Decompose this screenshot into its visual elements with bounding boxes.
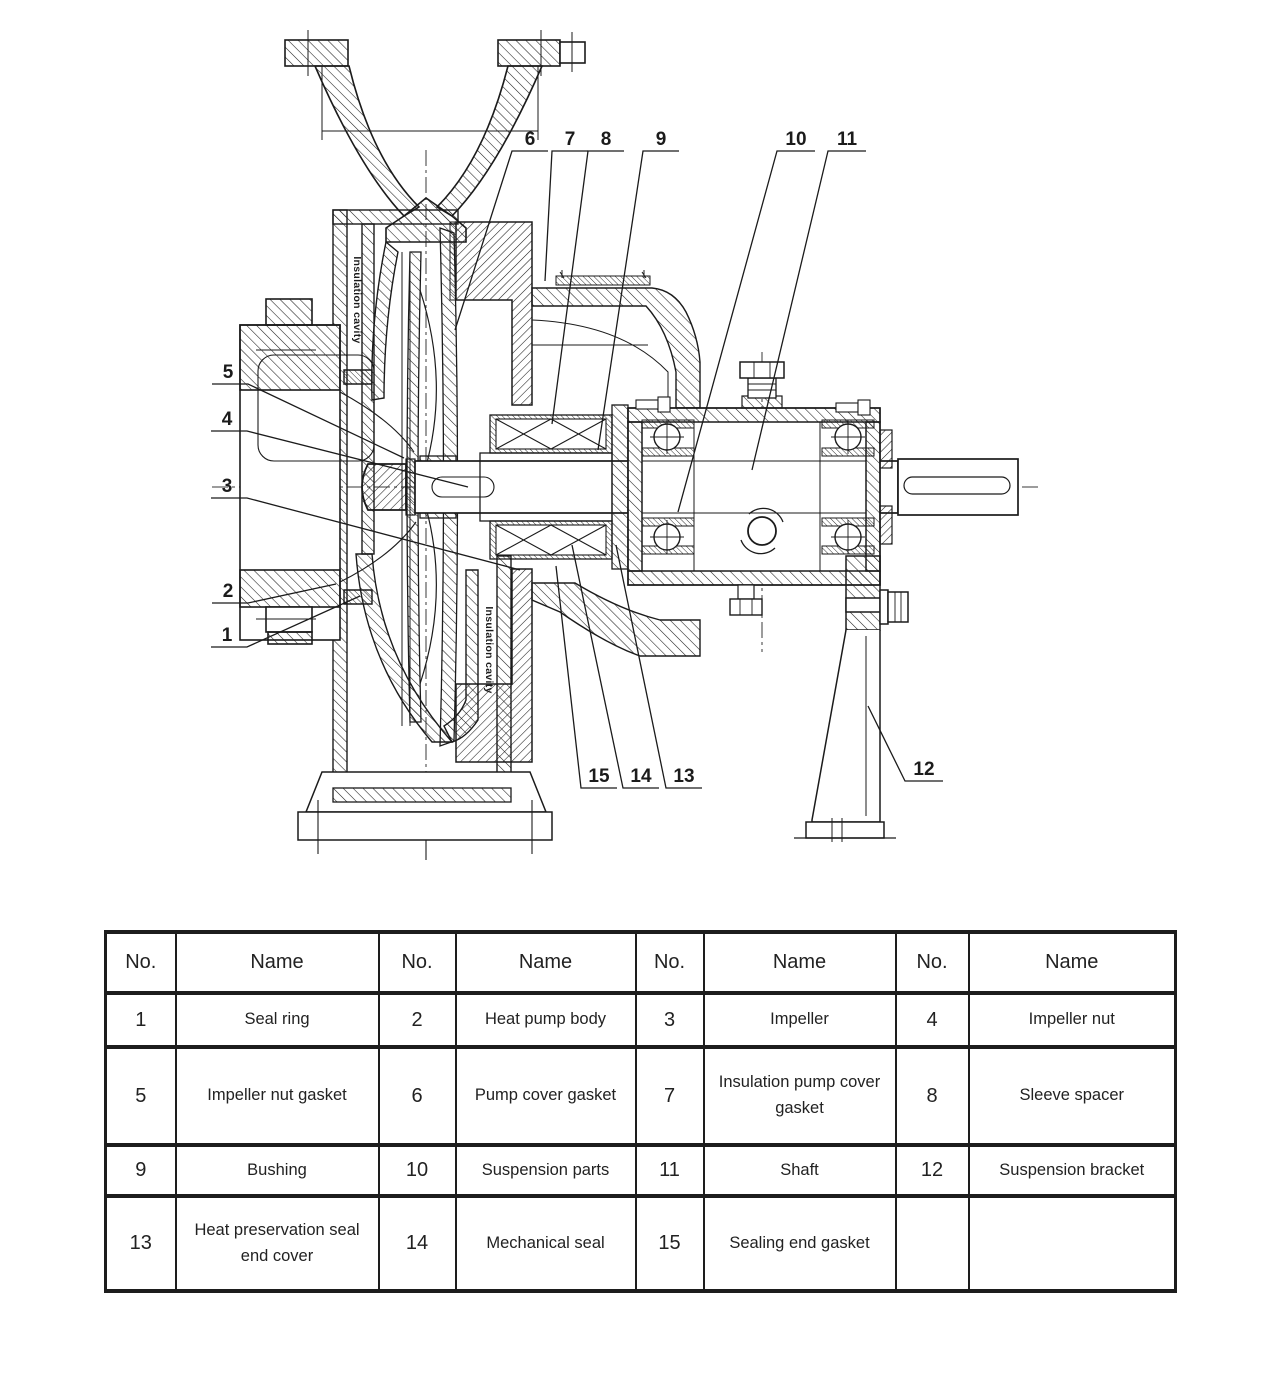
col-header-no: No.: [104, 930, 177, 995]
part-no: 9: [104, 1143, 177, 1198]
callout-15: 15: [588, 766, 610, 787]
pump-cross-section-diagram: Insulation cavity Insulation cavity 6 7: [211, 30, 1040, 860]
mechanical-seal: [489, 404, 629, 570]
impeller-nut: [361, 458, 416, 516]
part-no: [894, 1194, 970, 1293]
part-name: Mechanical seal: [454, 1194, 637, 1293]
part-no: 2: [377, 991, 457, 1049]
part-no: 12: [894, 1143, 970, 1198]
discharge-funnel: [284, 30, 586, 243]
part-name: Suspension parts: [454, 1143, 637, 1198]
callout-10: 10: [785, 129, 806, 150]
col-header-name: Name: [702, 930, 897, 995]
part-name: Suspension bracket: [967, 1143, 1177, 1198]
part-no: 10: [377, 1143, 457, 1198]
callout-9: 9: [656, 129, 667, 150]
part-name: Impeller nut gasket: [174, 1045, 380, 1147]
callout-3: 3: [222, 476, 233, 497]
part-name: Impeller: [702, 991, 897, 1049]
parts-list-table: No. Name No. Name No. Name No. Name 1 Se…: [104, 930, 1177, 1293]
callout-4: 4: [222, 409, 233, 430]
ball-bearings: [641, 419, 875, 555]
col-header-name: Name: [174, 930, 380, 995]
col-header-name: Name: [454, 930, 637, 995]
callout-11: 11: [837, 129, 858, 150]
part-no: 5: [104, 1045, 177, 1147]
part-no: 3: [634, 991, 705, 1049]
insulation-cavity-labels: Insulation cavity Insulation cavity: [351, 256, 495, 693]
part-name: Sealing end gasket: [702, 1194, 897, 1293]
callout-13: 13: [673, 766, 694, 787]
part-no: 13: [104, 1194, 177, 1293]
insulation-cavity-label-upper: Insulation cavity: [351, 256, 363, 343]
callout-8: 8: [601, 129, 612, 150]
col-header-no: No.: [377, 930, 457, 995]
table-row: 9 Bushing 10 Suspension parts 11 Shaft 1…: [104, 1143, 1177, 1198]
part-no: 6: [377, 1045, 457, 1147]
col-header-no: No.: [634, 930, 705, 995]
part-name: Heat pump body: [454, 991, 637, 1049]
insulation-cavity-label-lower: Insulation cavity: [483, 606, 495, 693]
cover-support-arms: [531, 270, 701, 657]
part-name: Pump cover gasket: [454, 1045, 637, 1147]
callout-leaders: [211, 150, 943, 789]
callout-numbers: 6 7 8 9 10 11 5 4 3 2 1 15 14 13 12: [222, 129, 935, 787]
part-name: Heat preservation seal end cover: [174, 1194, 380, 1293]
part-no: 1: [104, 991, 177, 1049]
callout-14: 14: [630, 766, 652, 787]
part-no: 14: [377, 1194, 457, 1293]
callout-2: 2: [223, 581, 234, 602]
part-no: 4: [894, 991, 970, 1049]
table-header-row: No. Name No. Name No. Name No. Name: [104, 930, 1177, 995]
part-name: Bushing: [174, 1143, 380, 1198]
callout-7: 7: [565, 129, 576, 150]
base-pedestal: [297, 771, 553, 860]
part-no: 8: [894, 1045, 970, 1147]
part-no: 7: [634, 1045, 705, 1147]
part-name: Seal ring: [174, 991, 380, 1049]
col-header-no: No.: [894, 930, 970, 995]
suspension-bracket: [794, 555, 909, 842]
callout-12: 12: [913, 759, 934, 780]
part-no: 11: [634, 1143, 705, 1198]
callout-6: 6: [525, 129, 536, 150]
col-header-name: Name: [967, 930, 1177, 995]
table-row: 5 Impeller nut gasket 6 Pump cover gaske…: [104, 1045, 1177, 1147]
part-name: Impeller nut: [967, 991, 1177, 1049]
part-name: Sleeve spacer: [967, 1045, 1177, 1147]
part-no: 15: [634, 1194, 705, 1293]
callout-5: 5: [223, 362, 234, 383]
table-row: 1 Seal ring 2 Heat pump body 3 Impeller …: [104, 991, 1177, 1049]
part-name: Shaft: [702, 1143, 897, 1198]
callout-1: 1: [222, 625, 233, 646]
part-name: [967, 1194, 1177, 1293]
table-row: 13 Heat preservation seal end cover 14 M…: [104, 1194, 1177, 1293]
part-name: Insulation pump cover gasket: [702, 1045, 897, 1147]
suction-flange: [239, 298, 375, 645]
